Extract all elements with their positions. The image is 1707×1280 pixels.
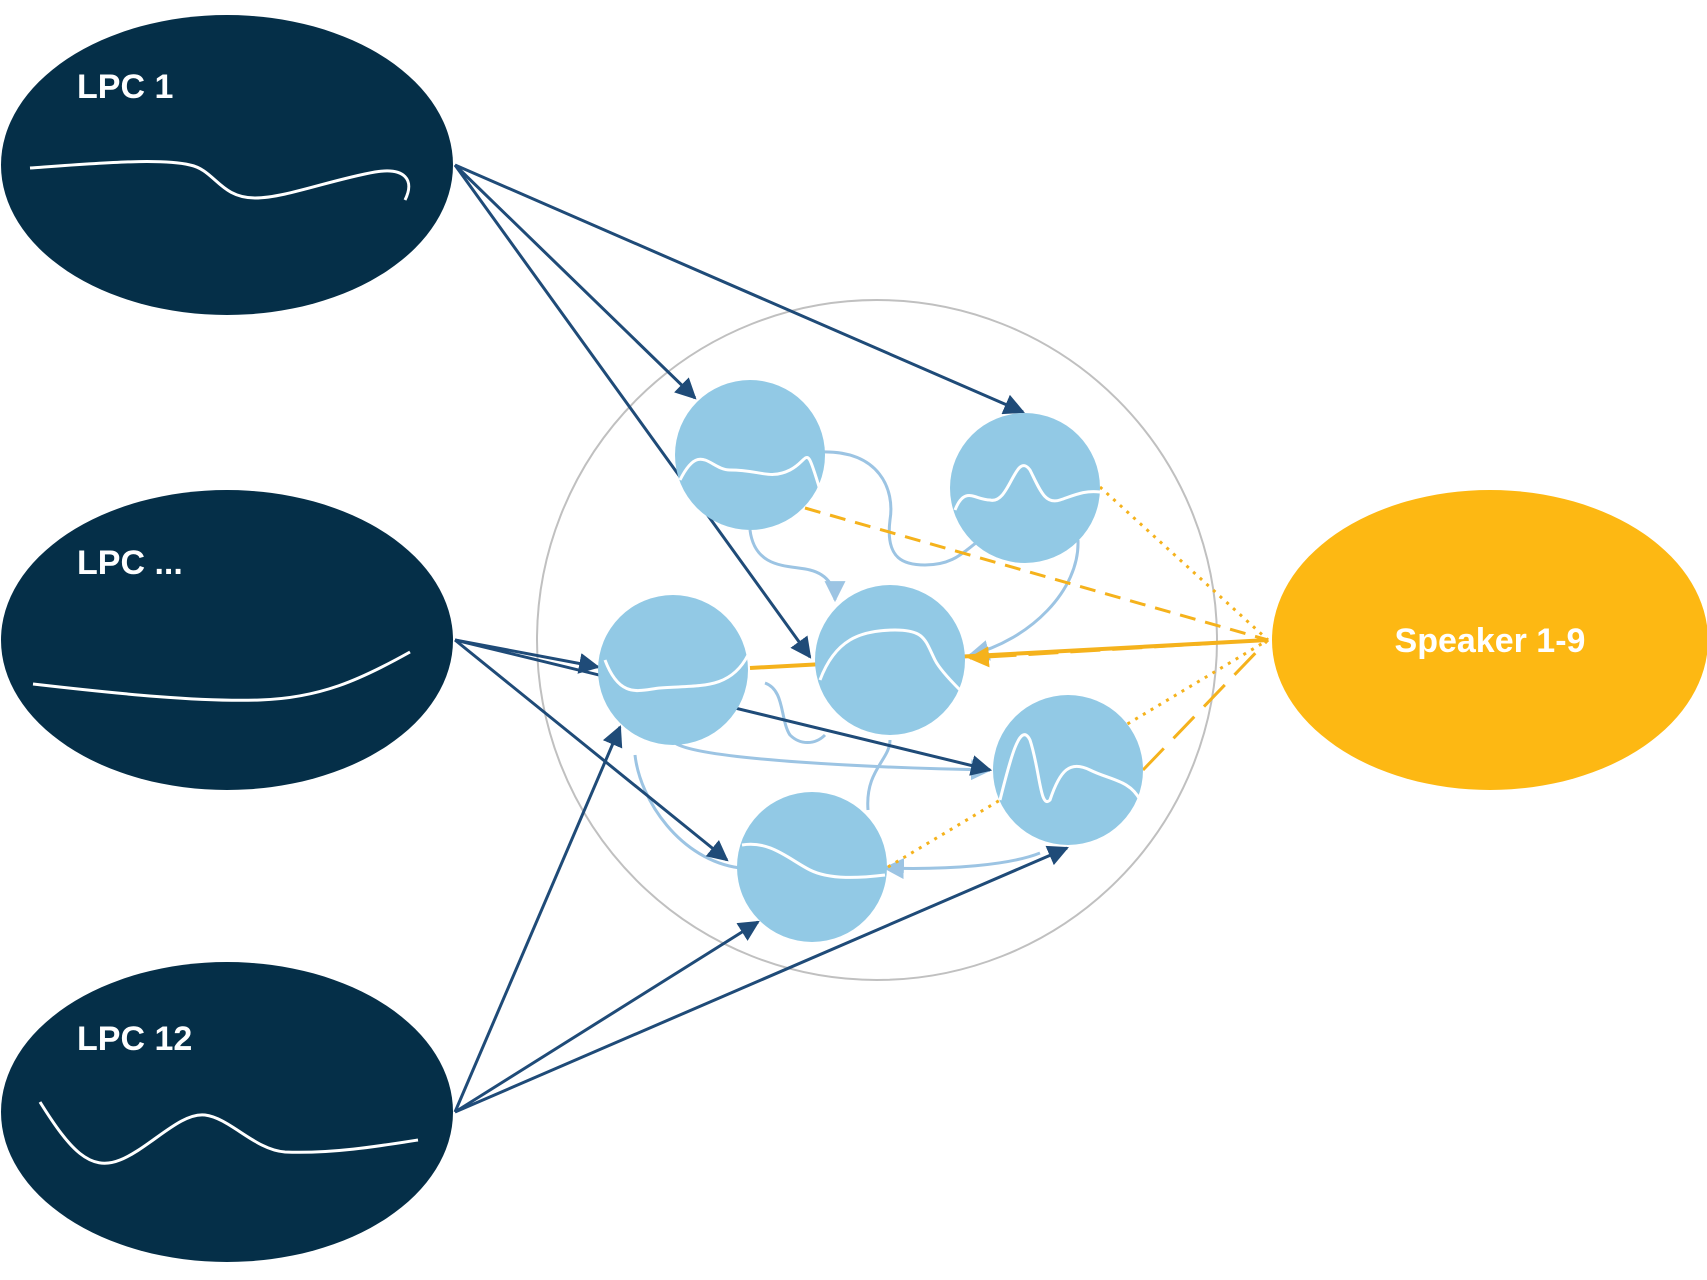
input-connections <box>453 163 1069 1114</box>
input-node-lpc-ellipsis: LPC ... <box>1 490 453 790</box>
input-label-lpc-12: LPC 12 <box>77 1020 192 1058</box>
lpc-1-waveform <box>29 160 411 201</box>
reservoir-neuron-4 <box>815 585 965 735</box>
input-label-lpc-ellipsis: LPC ... <box>77 544 183 582</box>
reservoir-neuron-5 <box>993 695 1143 845</box>
output-label-speaker: Speaker 1-9 <box>1395 622 1586 660</box>
reservoir-neuron-2 <box>950 413 1101 563</box>
input-label-lpc-1: LPC 1 <box>77 68 173 106</box>
reservoir-boundary <box>536 299 1218 981</box>
output-node-speaker: Speaker 1-9 <box>1272 490 1707 790</box>
lpc-ellipsis-waveform <box>32 650 411 702</box>
reservoir-neuron-3 <box>598 595 750 745</box>
output-connections <box>749 485 1270 869</box>
lpc-12-waveform <box>38 1101 419 1165</box>
input-node-lpc-1: LPC 1 <box>1 15 453 315</box>
input-node-lpc-12: LPC 12 <box>1 962 453 1262</box>
reservoir-neuron-1 <box>675 380 825 530</box>
reservoir-neuron-6 <box>737 792 887 942</box>
